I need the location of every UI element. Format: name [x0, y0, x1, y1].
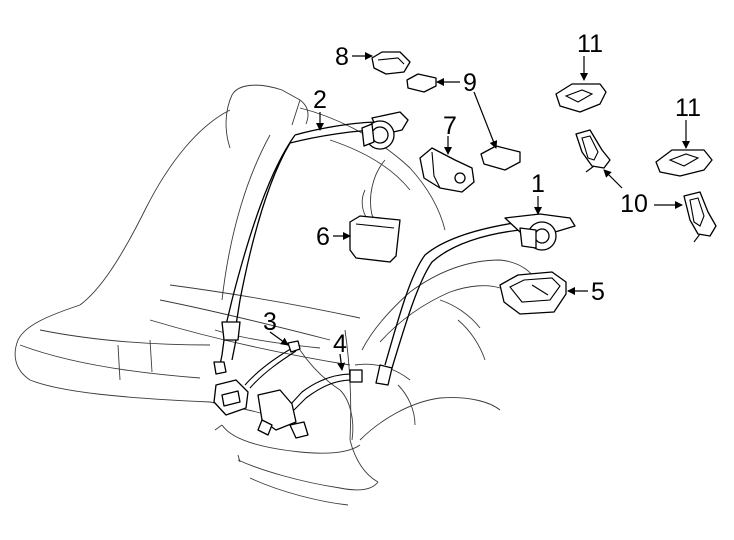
- callout-10: 10: [620, 190, 648, 218]
- leader-lines: [269, 52, 690, 371]
- part-7-bracket: [419, 147, 475, 193]
- callout-5: 5: [591, 278, 605, 306]
- callout-2: 2: [313, 86, 327, 114]
- callout-6: 6: [316, 223, 330, 251]
- rear-seat-outline: [14, 84, 541, 506]
- callout-8: 8: [335, 43, 349, 71]
- part-9-pad-lower: [480, 145, 521, 171]
- callout-1: 1: [531, 170, 545, 198]
- callout-7: 7: [443, 112, 457, 140]
- part-10-frame-upper: [575, 129, 611, 173]
- part-5-tray: [499, 271, 567, 315]
- part-6-cover: [349, 215, 401, 263]
- part-9-pad-upper: [406, 73, 437, 93]
- callout-11-lower: 11: [675, 94, 701, 122]
- callout-11-upper: 11: [577, 30, 603, 58]
- part-3-buckle: [213, 340, 301, 416]
- part-1-seat-belt-assembly: [375, 213, 576, 386]
- part-4-buckle: [257, 369, 363, 439]
- part-11-cover-lower: [655, 149, 713, 177]
- callout-4: 4: [333, 330, 347, 358]
- part-11-cover-upper: [555, 83, 607, 113]
- part-2-seat-belt-assembly: [213, 111, 409, 375]
- part-10-frame-lower: [683, 191, 717, 243]
- callout-9: 9: [463, 69, 477, 97]
- callout-3: 3: [263, 308, 277, 336]
- part-8-cover: [371, 51, 411, 75]
